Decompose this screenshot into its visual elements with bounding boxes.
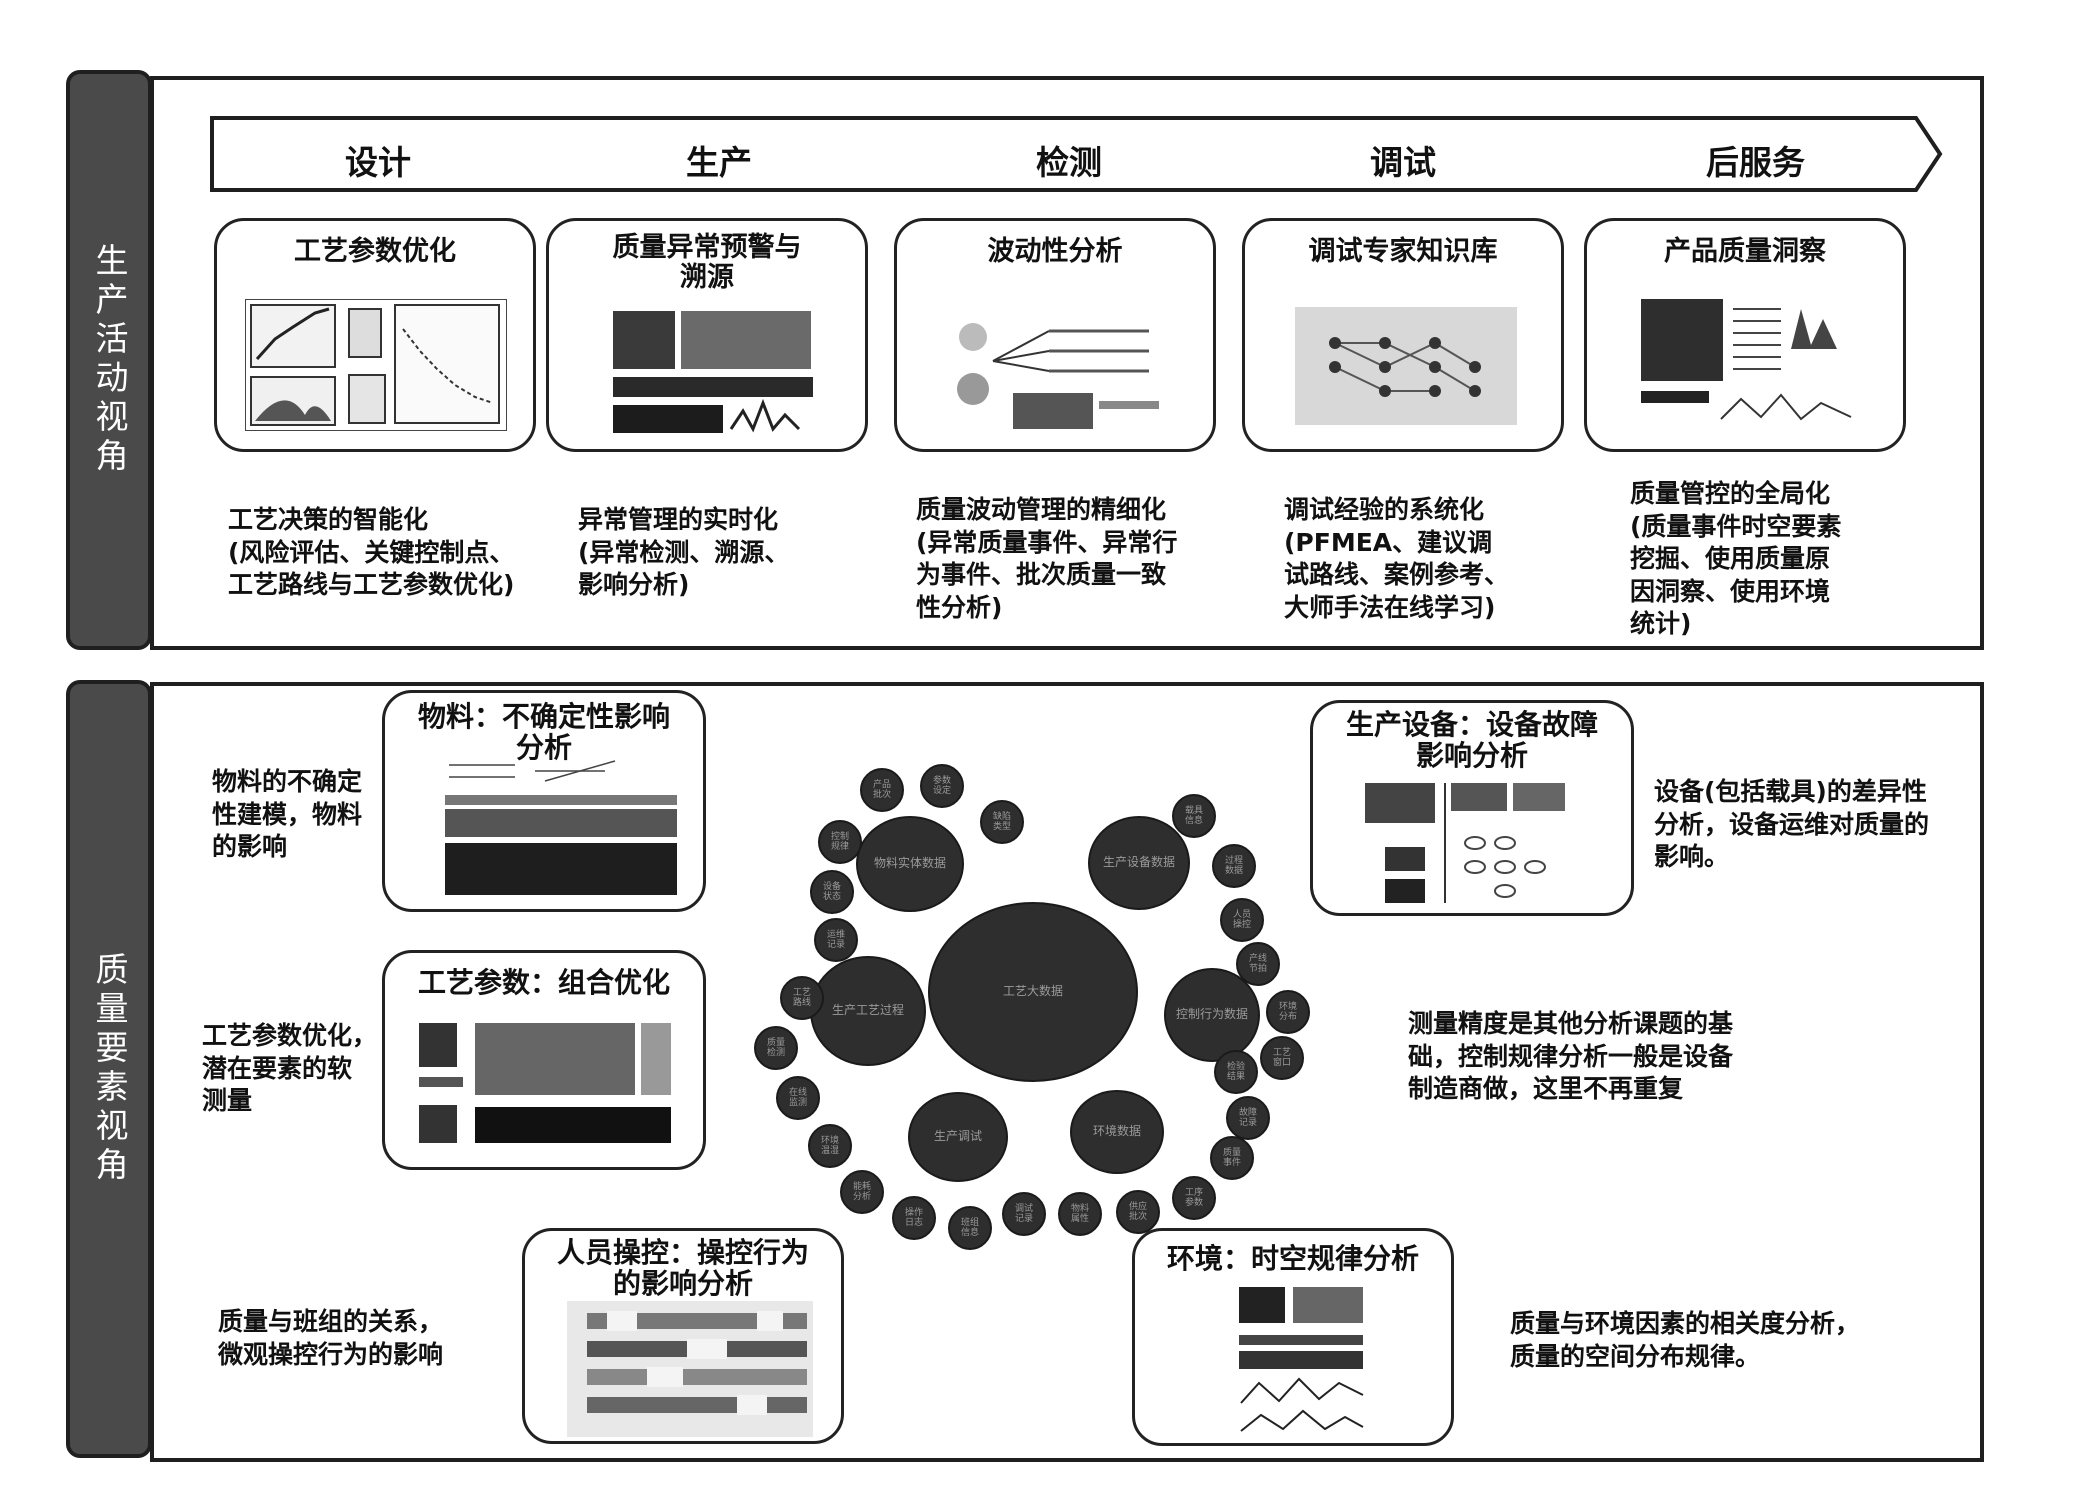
bubble-center: 工艺大数据 xyxy=(928,902,1138,1082)
desc-material: 物料的不确定 性建模，物料 的影响 xyxy=(212,767,363,861)
module-process-parameter: 工艺参数：组合优化 xyxy=(382,950,706,1170)
bubble-minor: 工序 参数 xyxy=(1172,1176,1216,1220)
thumbnail-anomaly-charts xyxy=(613,311,813,433)
module-material: 物料：不确定性影响 分析 xyxy=(382,690,706,912)
module-personnel: 人员操控：操控行为 的影响分析 xyxy=(522,1228,844,1444)
bubble-major: 生产设备数据 xyxy=(1088,816,1190,910)
bubble-minor: 运维 记录 xyxy=(814,918,858,962)
card-process-parameter-optimization: 工艺参数优化 xyxy=(214,218,536,452)
bubble-minor: 供应 批次 xyxy=(1116,1190,1160,1234)
side-tab-production-activity: 生产活动视角 xyxy=(66,70,152,650)
thumbnail-quality-insight xyxy=(1641,299,1852,421)
card-title: 质量异常预警与 溯源 xyxy=(612,232,802,294)
bubble-minor: 在线 监测 xyxy=(776,1076,820,1120)
bubble-minor: 质量 事件 xyxy=(1210,1136,1254,1180)
side-tab-label: 生产活动视角 xyxy=(90,243,129,477)
thumbnail-knowledge-graph xyxy=(1295,307,1517,425)
bubble-minor: 参数 设定 xyxy=(920,764,964,808)
card-commissioning-knowledge-base: 调试专家知识库 xyxy=(1242,218,1564,452)
stage-design: 设计 xyxy=(345,143,411,182)
bubble-major: 物料实体数据 xyxy=(856,816,964,912)
bubble-minor: 产线 节拍 xyxy=(1236,942,1280,986)
card-title: 产品质量洞察 xyxy=(1664,236,1826,267)
module-title: 物料：不确定性影响 分析 xyxy=(417,700,670,765)
desc-process-parameter: 工艺参数优化， 潜在要素的软 测量 xyxy=(202,1021,378,1115)
card-title: 波动性分析 xyxy=(987,236,1123,267)
stage-arrow xyxy=(210,116,1943,192)
bubble-major: 环境数据 xyxy=(1070,1090,1164,1174)
desc-inspection: 质量波动管理的精细化 (异常质量事件、异常行 为事件、批次质量一致 性分析) xyxy=(916,495,1178,622)
stage-commissioning: 调试 xyxy=(1370,143,1436,182)
desc-equipment: 设备(包括载具)的差异性 分析，设备运维对质量的 影响。 xyxy=(1654,777,1930,871)
measurement-note: 测量精度是其他分析课题的基 础，控制规律分析一般是设备 制造商做，这里不再重复 xyxy=(1408,1009,1734,1103)
bubble-minor: 操作 日志 xyxy=(892,1196,936,1240)
bubble-chart: 工艺大数据 物料实体数据 生产设备数据 控制行为数据 环境数据 生产调试 生产工… xyxy=(740,740,1340,1250)
thumbnail-parameter-heatmaps xyxy=(419,1023,671,1143)
thumbnail-personnel-timeline xyxy=(567,1301,813,1437)
bubble-minor: 故障 记录 xyxy=(1226,1096,1270,1140)
card-quality-anomaly-warning: 质量异常预警与 溯源 xyxy=(546,218,868,452)
bubble-minor: 环境 温湿 xyxy=(808,1124,852,1168)
bubble-minor: 过程 数据 xyxy=(1212,844,1256,888)
side-tab-label: 质量要素视角 xyxy=(90,952,129,1186)
module-equipment: 生产设备：设备故障 影响分析 xyxy=(1310,700,1634,916)
desc-commissioning: 调试经验的系统化 (PFMEA、建议调 试路线、案例参考、 大师手法在线学习) xyxy=(1284,495,1510,622)
desc-production: 异常管理的实时化 (异常检测、溯源、 影响分析) xyxy=(578,505,790,599)
thumbnail-fluctuation-tree xyxy=(957,323,1159,429)
card-title: 调试专家知识库 xyxy=(1308,236,1498,267)
module-title: 人员操控：操控行为 的影响分析 xyxy=(556,1236,809,1301)
desc-personnel: 质量与班组的关系， 微观操控行为的影响 xyxy=(218,1307,444,1369)
card-product-quality-insight: 产品质量洞察 xyxy=(1584,218,1906,452)
thumbnail-optimization-charts xyxy=(245,299,507,431)
stage-production: 生产 xyxy=(686,143,752,182)
bubble-minor: 控制 规律 xyxy=(818,820,862,864)
bubble-minor: 工艺 窗口 xyxy=(1260,1036,1304,1080)
bubble-major: 控制行为数据 xyxy=(1164,968,1260,1062)
bubble-minor: 物料 属性 xyxy=(1058,1192,1102,1236)
card-title: 工艺参数优化 xyxy=(294,236,456,267)
module-environment: 环境：时空规律分析 xyxy=(1132,1228,1454,1446)
side-tab-quality-factors: 质量要素视角 xyxy=(66,680,152,1458)
bubble-minor: 载具 信息 xyxy=(1172,794,1216,838)
bubble-minor: 设备 状态 xyxy=(810,870,854,914)
thumbnail-material-network xyxy=(445,760,677,895)
thumbnail-environment-charts xyxy=(1239,1287,1364,1432)
desc-design: 工艺决策的智能化 (风险评估、关键控制点、 工艺路线与工艺参数优化) xyxy=(228,505,515,599)
bubble-minor: 人员 操控 xyxy=(1220,898,1264,942)
bubble-major: 生产工艺过程 xyxy=(810,956,926,1066)
bubble-minor: 缺陷 类型 xyxy=(980,800,1024,844)
module-title: 工艺参数：组合优化 xyxy=(417,966,670,999)
module-title: 生产设备：设备故障 影响分析 xyxy=(1345,708,1598,773)
bubble-minor: 质量 检测 xyxy=(754,1026,798,1070)
card-fluctuation-analysis: 波动性分析 xyxy=(894,218,1216,452)
bubble-major: 生产调试 xyxy=(908,1092,1008,1182)
stage-inspection: 检测 xyxy=(1036,143,1102,182)
stage-after-service: 后服务 xyxy=(1706,143,1805,182)
desc-after-service: 质量管控的全局化 (质量事件时空要素 挖掘、使用质量原 因洞察、使用环境 统计) xyxy=(1630,479,1842,638)
bubble-minor: 班组 信息 xyxy=(948,1206,992,1250)
module-title: 环境：时空规律分析 xyxy=(1166,1242,1419,1275)
bubble-minor: 工艺 路线 xyxy=(780,976,824,1020)
desc-environment: 质量与环境因素的相关度分析， 质量的空间分布规律。 xyxy=(1510,1309,1861,1371)
bubble-minor: 调试 记录 xyxy=(1002,1192,1046,1236)
bubble-minor: 能耗 分析 xyxy=(840,1170,884,1214)
bubble-minor: 产品 批次 xyxy=(860,768,904,812)
bubble-minor: 检验 结果 xyxy=(1214,1050,1258,1094)
thumbnail-equipment-schematic xyxy=(1365,783,1565,903)
bubble-minor: 环境 分布 xyxy=(1266,990,1310,1034)
